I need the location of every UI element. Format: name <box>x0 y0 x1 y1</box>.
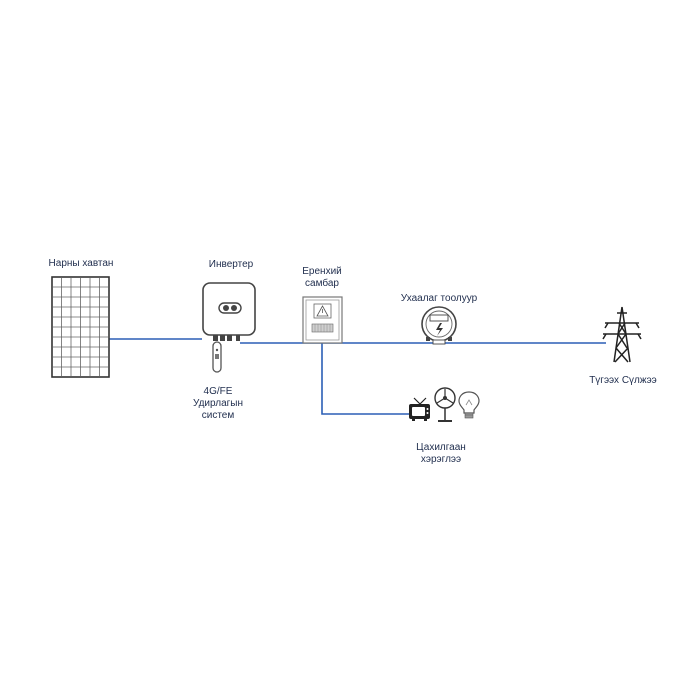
smart-meter-label: Ухаалаг тоолуур <box>400 293 478 304</box>
monitoring-label-line1: 4G/FE <box>203 386 233 397</box>
transmission-tower-icon <box>602 306 642 363</box>
light-bulb-icon <box>458 391 480 419</box>
solar-panel-icon <box>51 276 110 378</box>
grid-label: Түгээх Сүлжээ <box>589 375 657 386</box>
appliances-label-line1: Цахилгаан <box>416 442 466 453</box>
inverter-label: Инвертер <box>208 259 254 270</box>
monitoring-label-line2: Удирлагын <box>193 398 243 409</box>
distribution-board-label-line2: самбар <box>305 278 339 289</box>
wire-board-to-loads <box>321 343 410 415</box>
distribution-board-icon <box>302 296 343 344</box>
distribution-board-label: Еренхий самбар <box>292 266 352 290</box>
appliances-label-line2: хэрэглээ <box>420 454 462 465</box>
monitoring-label: 4G/FE Удирлагын систем <box>186 386 250 422</box>
dongle-icon <box>212 341 222 373</box>
appliances-label: Цахилгаан хэрэглээ <box>404 442 478 466</box>
monitoring-label-line3: систем <box>201 410 235 421</box>
fan-icon <box>434 387 456 422</box>
solar-panel-label: Нарны хавтан <box>48 258 114 269</box>
tv-icon <box>409 397 430 421</box>
smart-meter-icon <box>421 306 457 345</box>
wiring <box>108 338 606 415</box>
distribution-board-label-line1: Еренхий <box>302 266 342 277</box>
inverter-icon <box>202 282 256 341</box>
